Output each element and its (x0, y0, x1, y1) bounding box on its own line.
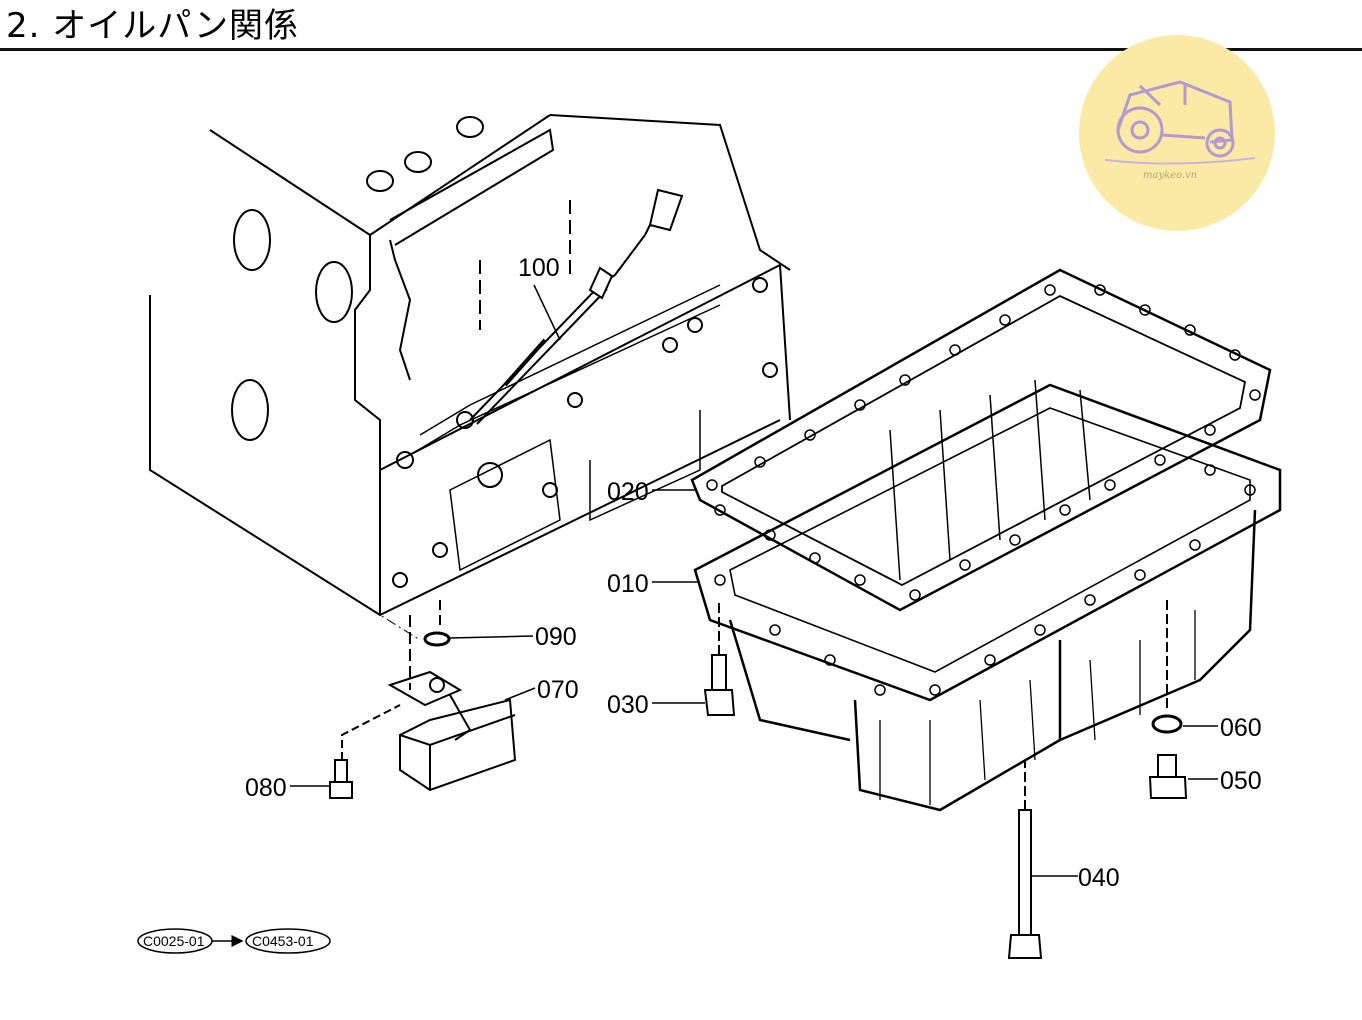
gasket (690, 268, 1272, 612)
watermark-logo: maykeo.vn (1079, 35, 1275, 231)
ref-to: C0453-01 (252, 933, 314, 949)
o-ring (423, 631, 451, 647)
engine-block (149, 114, 791, 641)
reference-chain: C0025-01 C0453-01 (137, 928, 331, 954)
label-040: 040 (1078, 864, 1120, 892)
label-030: 030 (607, 691, 649, 719)
label-070: 070 (537, 676, 579, 704)
label-100: 100 (518, 254, 560, 282)
oil-strainer (387, 600, 517, 792)
drain-plug (1148, 600, 1188, 799)
bolt-040 (1007, 760, 1043, 959)
watermark-text: maykeo.vn (1143, 170, 1197, 181)
title-rule (0, 48, 1362, 51)
label-080: 080 (245, 774, 287, 802)
label-010: 010 (607, 570, 649, 598)
dipstick (469, 188, 684, 425)
page-title: 2. オイルパン関係 (6, 6, 299, 46)
ref-from: C0025-01 (143, 933, 205, 949)
label-050: 050 (1220, 767, 1262, 795)
bolt-030 (703, 600, 736, 716)
leader-lines (290, 284, 1218, 877)
bolt-080 (329, 704, 401, 799)
tractor-icon (1116, 80, 1235, 158)
label-060: 060 (1220, 714, 1262, 742)
label-020: 020 (607, 478, 649, 506)
label-090: 090 (535, 623, 577, 651)
oil-pan (693, 379, 1282, 812)
